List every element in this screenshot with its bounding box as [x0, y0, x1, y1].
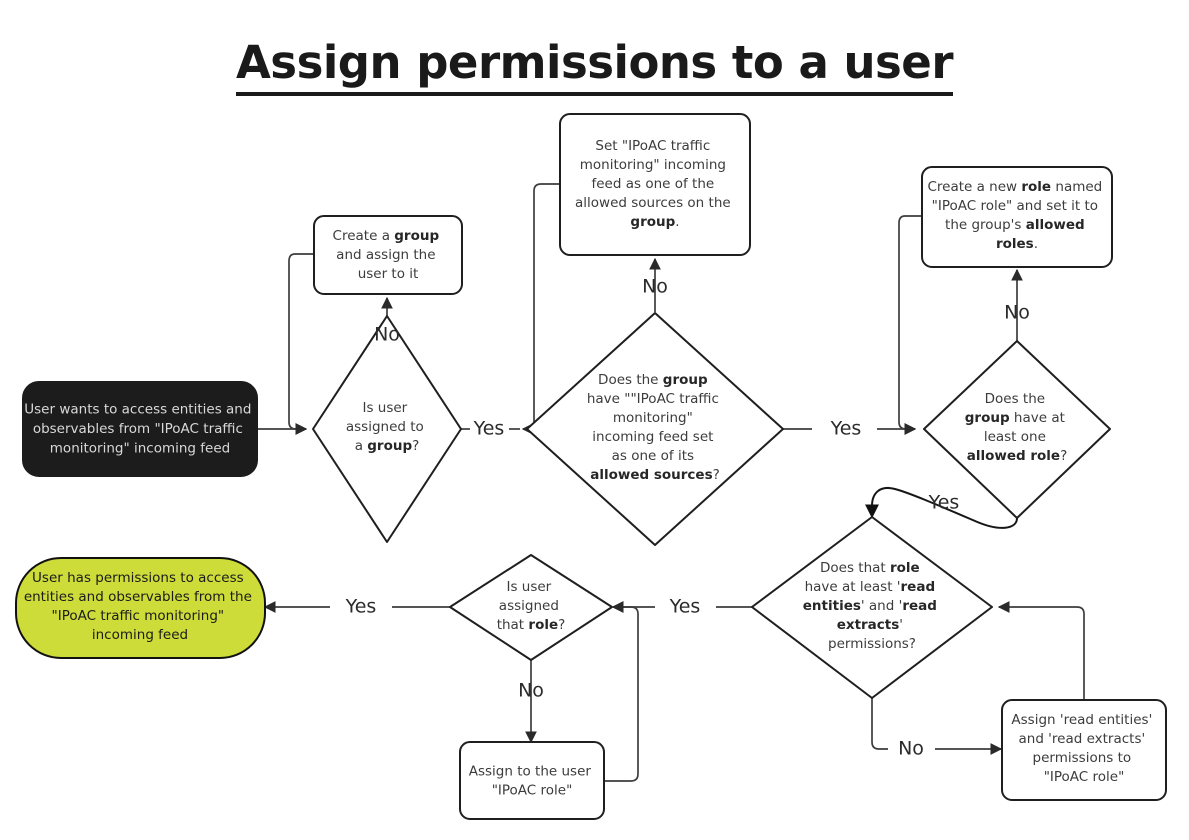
node-assign-role: Assign to the user "IPoAC role"	[459, 741, 605, 820]
node-q-user-role-label: Is user assigned that role?	[497, 579, 566, 633]
node-terminal: User has permissions to access entities …	[15, 557, 266, 659]
edge-label-user-role-no: No	[518, 680, 544, 702]
node-set-source-label: Set "IPoAC traffic monitoring" incoming …	[575, 138, 735, 230]
node-q-user-role-shape	[449, 554, 613, 661]
edge-create-group-loop	[288, 253, 314, 435]
edge-assign-perms-loop	[997, 601, 1085, 700]
node-create-role-label: Create a new role named "IPoAC role" and…	[927, 179, 1106, 252]
node-start-label: User wants to access entities and observ…	[24, 402, 255, 457]
node-q-role-perms-label: Does that role have at least 'read entit…	[803, 560, 941, 652]
edge-q-perms-no	[871, 698, 888, 750]
edge-assign-role-loop	[604, 601, 639, 782]
node-q-group-label: Is user assigned to a group?	[346, 400, 428, 454]
node-terminal-shape	[15, 557, 266, 659]
edge-create-role-loop	[898, 215, 922, 435]
node-start-shape	[22, 381, 258, 477]
node-q-allowed-sources-label: Does the group have ""IPoAC traffic moni…	[587, 372, 723, 483]
edge-label-user-role-yes: Yes	[345, 596, 377, 618]
node-q-role-perms-shape	[751, 516, 993, 699]
node-q-allowed-role-label: Does the group have at least one allowed…	[965, 391, 1069, 464]
node-q-user-role: Is user assigned that role?	[449, 554, 613, 661]
page-title-text: Assign permissions to a user	[235, 36, 954, 96]
node-create-group-label: Create a group and assign the user to it	[333, 228, 444, 282]
node-assign-role-shape	[459, 741, 605, 820]
node-create-group-shape	[313, 215, 463, 295]
node-q-role-perms: Does that role have at least 'read entit…	[751, 516, 993, 699]
edge-label-role-yes: Yes	[928, 492, 960, 514]
edge-q-role-yes	[865, 487, 1018, 529]
edge-label-group-yes: Yes	[473, 418, 505, 440]
node-create-role: Create a new role named "IPoAC role" and…	[921, 166, 1113, 268]
edge-label-role-no: No	[1004, 302, 1030, 324]
node-assign-perms-shape	[1001, 699, 1167, 801]
node-q-allowed-sources: Does the group have ""IPoAC traffic moni…	[526, 312, 784, 546]
node-q-allowed-sources-shape	[526, 312, 784, 546]
node-q-group: Is user assigned to a group?	[312, 315, 462, 543]
node-assign-role-label: Assign to the user "IPoAC role"	[469, 764, 596, 799]
node-start: User wants to access entities and observ…	[22, 381, 258, 477]
node-assign-perms: Assign 'read entities' and 'read extract…	[1001, 699, 1167, 801]
node-terminal-label: User has permissions to access entities …	[24, 570, 256, 643]
edge-label-group-no: No	[374, 324, 400, 346]
edge-label-perms-yes: Yes	[669, 596, 701, 618]
node-set-source: Set "IPoAC traffic monitoring" incoming …	[559, 113, 751, 256]
node-set-source-shape	[559, 113, 751, 256]
edge-set-source-loop	[521, 183, 560, 435]
edge-label-sources-yes: Yes	[830, 418, 862, 440]
page-title: Assign permissions to a user	[0, 36, 1189, 96]
node-assign-perms-label: Assign 'read entities' and 'read extract…	[1011, 712, 1156, 785]
node-q-allowed-role-shape	[923, 340, 1111, 519]
edge-label-perms-no: No	[898, 738, 924, 760]
node-create-group: Create a group and assign the user to it	[313, 215, 463, 295]
edge-label-sources-no: No	[642, 276, 668, 298]
node-q-group-shape	[312, 315, 462, 543]
node-q-allowed-role: Does the group have at least one allowed…	[923, 340, 1111, 519]
node-create-role-shape	[921, 166, 1113, 268]
